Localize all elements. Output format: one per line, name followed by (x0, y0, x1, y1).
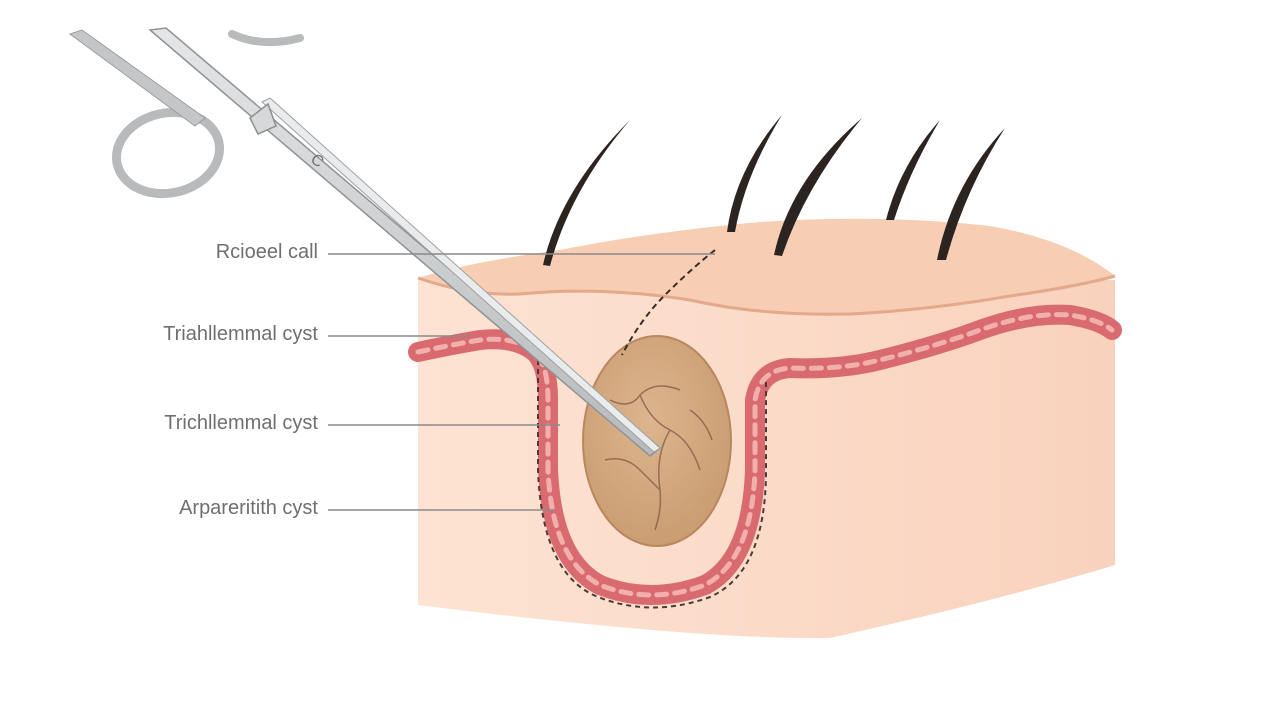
cyst-body (582, 335, 732, 547)
label-trichllemmal-cyst: Trichllemmal cyst (164, 412, 318, 434)
cyst-cracks (604, 385, 713, 531)
hair-5 (937, 128, 1005, 260)
hairs (543, 115, 1005, 266)
epidermis-line (417, 274, 1116, 316)
hair-1 (543, 120, 630, 266)
hair-2 (727, 115, 782, 232)
scissors (68, 27, 662, 457)
scissors-pivot-joint (249, 102, 277, 135)
hair-4 (886, 120, 940, 220)
scissors-blade-edge (261, 97, 661, 453)
cyst (582, 335, 732, 547)
scissors-finger-ring (111, 107, 225, 199)
label-rcioeel-call: Rcioeel call (215, 241, 318, 263)
leader-lines (328, 253, 715, 511)
scissors-lower-arm (68, 29, 206, 127)
scissors-top-ring-fragment (228, 30, 304, 47)
label-triahllemmal-cyst: Triahllemmal cyst (163, 323, 318, 345)
hair-3 (774, 118, 862, 256)
label-arpareritith-cyst: Arpareritith cyst (179, 497, 318, 519)
